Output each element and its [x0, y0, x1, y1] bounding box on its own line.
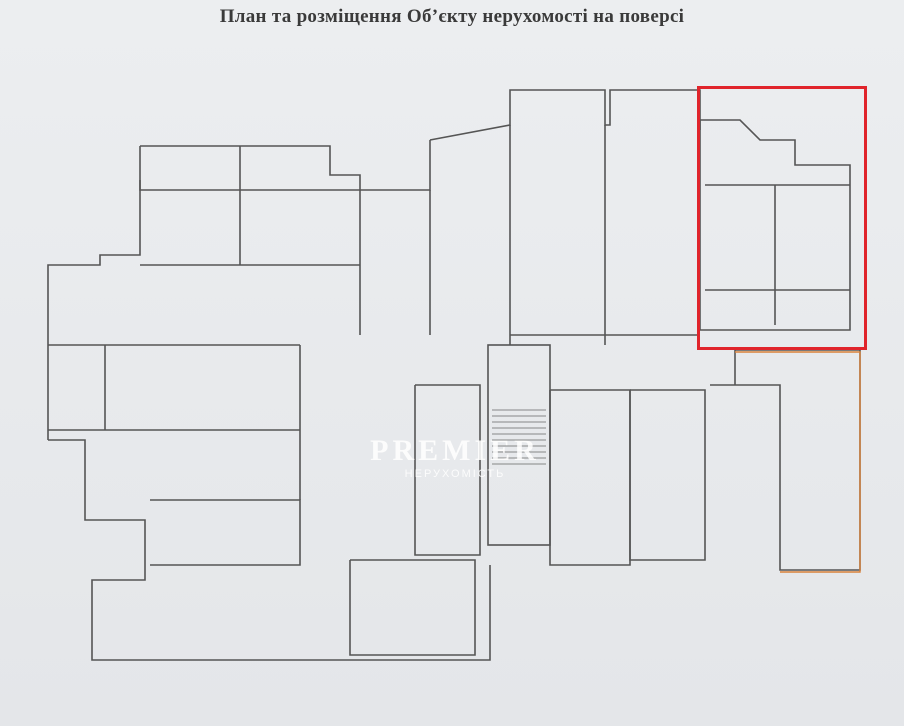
- selected-unit-highlight: [697, 86, 867, 350]
- wall-upper-left: [139, 145, 361, 191]
- stair-treads: [492, 409, 546, 465]
- wall-right-lower: [710, 349, 861, 571]
- wall-corridor: [414, 384, 481, 556]
- watermark: PREMIER НЕРУХОМІСТЬ: [340, 434, 570, 481]
- wall-lower-left: [48, 439, 300, 661]
- watermark-subtitle: НЕРУХОМІСТЬ: [404, 468, 506, 480]
- unit-outline-marker: [735, 351, 861, 573]
- wall-highlighted-unit: [699, 119, 851, 331]
- wall-top-center: [429, 89, 701, 141]
- document-title: План та розміщення Об’єкту нерухомості н…: [219, 6, 685, 27]
- wall-right-mid: [629, 389, 706, 561]
- wall-bottom: [300, 565, 491, 661]
- stair-core: [487, 344, 551, 546]
- wall-center-left: [360, 140, 431, 191]
- wall-left-outer: [47, 180, 141, 440]
- watermark-brand: PREMIER: [370, 434, 540, 467]
- wall-lower-apartment: [150, 499, 301, 566]
- wall-lower-center: [349, 559, 476, 656]
